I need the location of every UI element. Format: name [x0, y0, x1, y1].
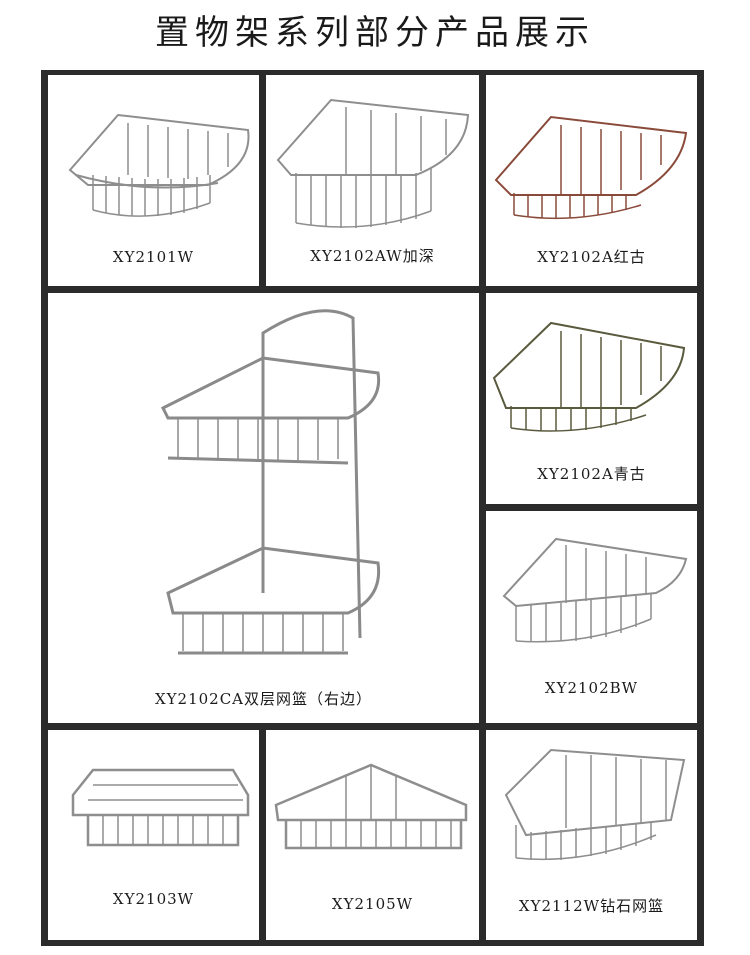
product-code: XY2102A红古	[537, 248, 646, 266]
red-bronze-corner-basket-icon	[494, 115, 688, 220]
green-bronze-corner-basket-icon	[492, 321, 686, 432]
product-card[interactable]: XY2105W	[266, 730, 479, 940]
product-card[interactable]: XY2102A青古	[486, 293, 697, 504]
product-code: XY2102AW加深	[310, 247, 435, 265]
product-code: XY2102CA双层网篮（右边）	[154, 690, 373, 708]
product-grid: XY2101W XY2102AW加深	[41, 70, 704, 946]
product-card[interactable]: XY2102AW加深	[266, 75, 479, 286]
product-card[interactable]: XY2101W	[48, 75, 259, 286]
product-code: XY2112W钻石网篮	[518, 897, 665, 915]
soap-dish-basket-icon	[71, 768, 250, 847]
product-code: XY2102BW	[544, 679, 639, 697]
product-code: XY2105W	[331, 895, 414, 913]
product-card[interactable]: XY2102A红古	[486, 75, 697, 286]
product-card[interactable]: XY2102BW	[486, 511, 697, 723]
triangle-wire-basket-icon	[274, 763, 468, 850]
double-tier-corner-basket-icon	[160, 309, 381, 655]
corner-wire-basket-icon	[502, 537, 688, 643]
page-title: 置物架系列部分产品展示	[155, 13, 595, 53]
diamond-wire-basket-icon	[504, 748, 686, 861]
product-card[interactable]: XY2112W钻石网篮	[486, 730, 697, 940]
product-card[interactable]: XY2103W	[48, 730, 259, 940]
corner-wire-basket-icon	[68, 113, 250, 217]
product-code: XY2103W	[112, 890, 195, 908]
product-code: XY2101W	[112, 248, 195, 266]
product-code: XY2102A青古	[537, 465, 646, 483]
product-card[interactable]: XY2102CA双层网篮（右边）	[48, 293, 479, 723]
deep-corner-wire-basket-icon	[276, 98, 470, 228]
